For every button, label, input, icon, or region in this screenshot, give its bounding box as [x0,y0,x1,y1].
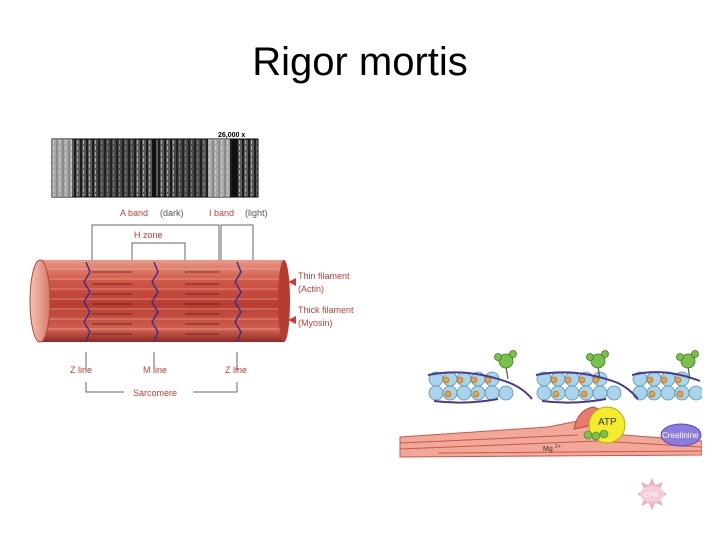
contraction-diagram: ATP Mg 2+ Creatinine CPK [398,345,704,515]
thin-filament-label: Thin filament [298,271,350,281]
m-line-label: M line [143,365,167,375]
i-band-label: I band [209,208,234,218]
troponin-complexes [494,350,699,380]
band-brackets [85,224,254,393]
sarcomere-diagram: 26,000 x A band (dark) I band (light) H … [26,127,368,403]
mg-label-group: Mg 2+ [543,444,561,453]
creatinine-label: Creatinine [662,431,699,440]
h-zone-label: H zone [134,230,163,240]
myosin-label: (Myosin) [298,318,333,328]
z-line-right-label: Z line [225,365,247,375]
electron-micrograph [51,138,259,198]
a-band-label: A band [120,208,148,218]
slide-title: Rigor mortis [252,40,468,84]
mg-label: Mg [543,446,553,453]
i-band-note: (light) [245,208,268,218]
creatinine-molecule [660,423,702,447]
cpk-enzyme [637,477,667,511]
actin-label: (Actin) [298,284,324,294]
myofibril-cylinder [29,259,290,343]
thick-filament-label: Thick filament [298,305,354,315]
cpk-label: CPK [644,492,659,499]
actin-filament [427,371,704,404]
mg-charge-label: 2+ [555,444,561,450]
atp-label: ATP [598,417,617,428]
a-band-note: (dark) [160,208,184,218]
filament-arrows [288,278,296,324]
z-line-left-label: Z line [70,365,92,375]
sarcomere-label: Sarcomere [133,388,177,398]
magnification-label: 26,000 x [218,132,245,139]
atp-molecule [583,406,626,444]
